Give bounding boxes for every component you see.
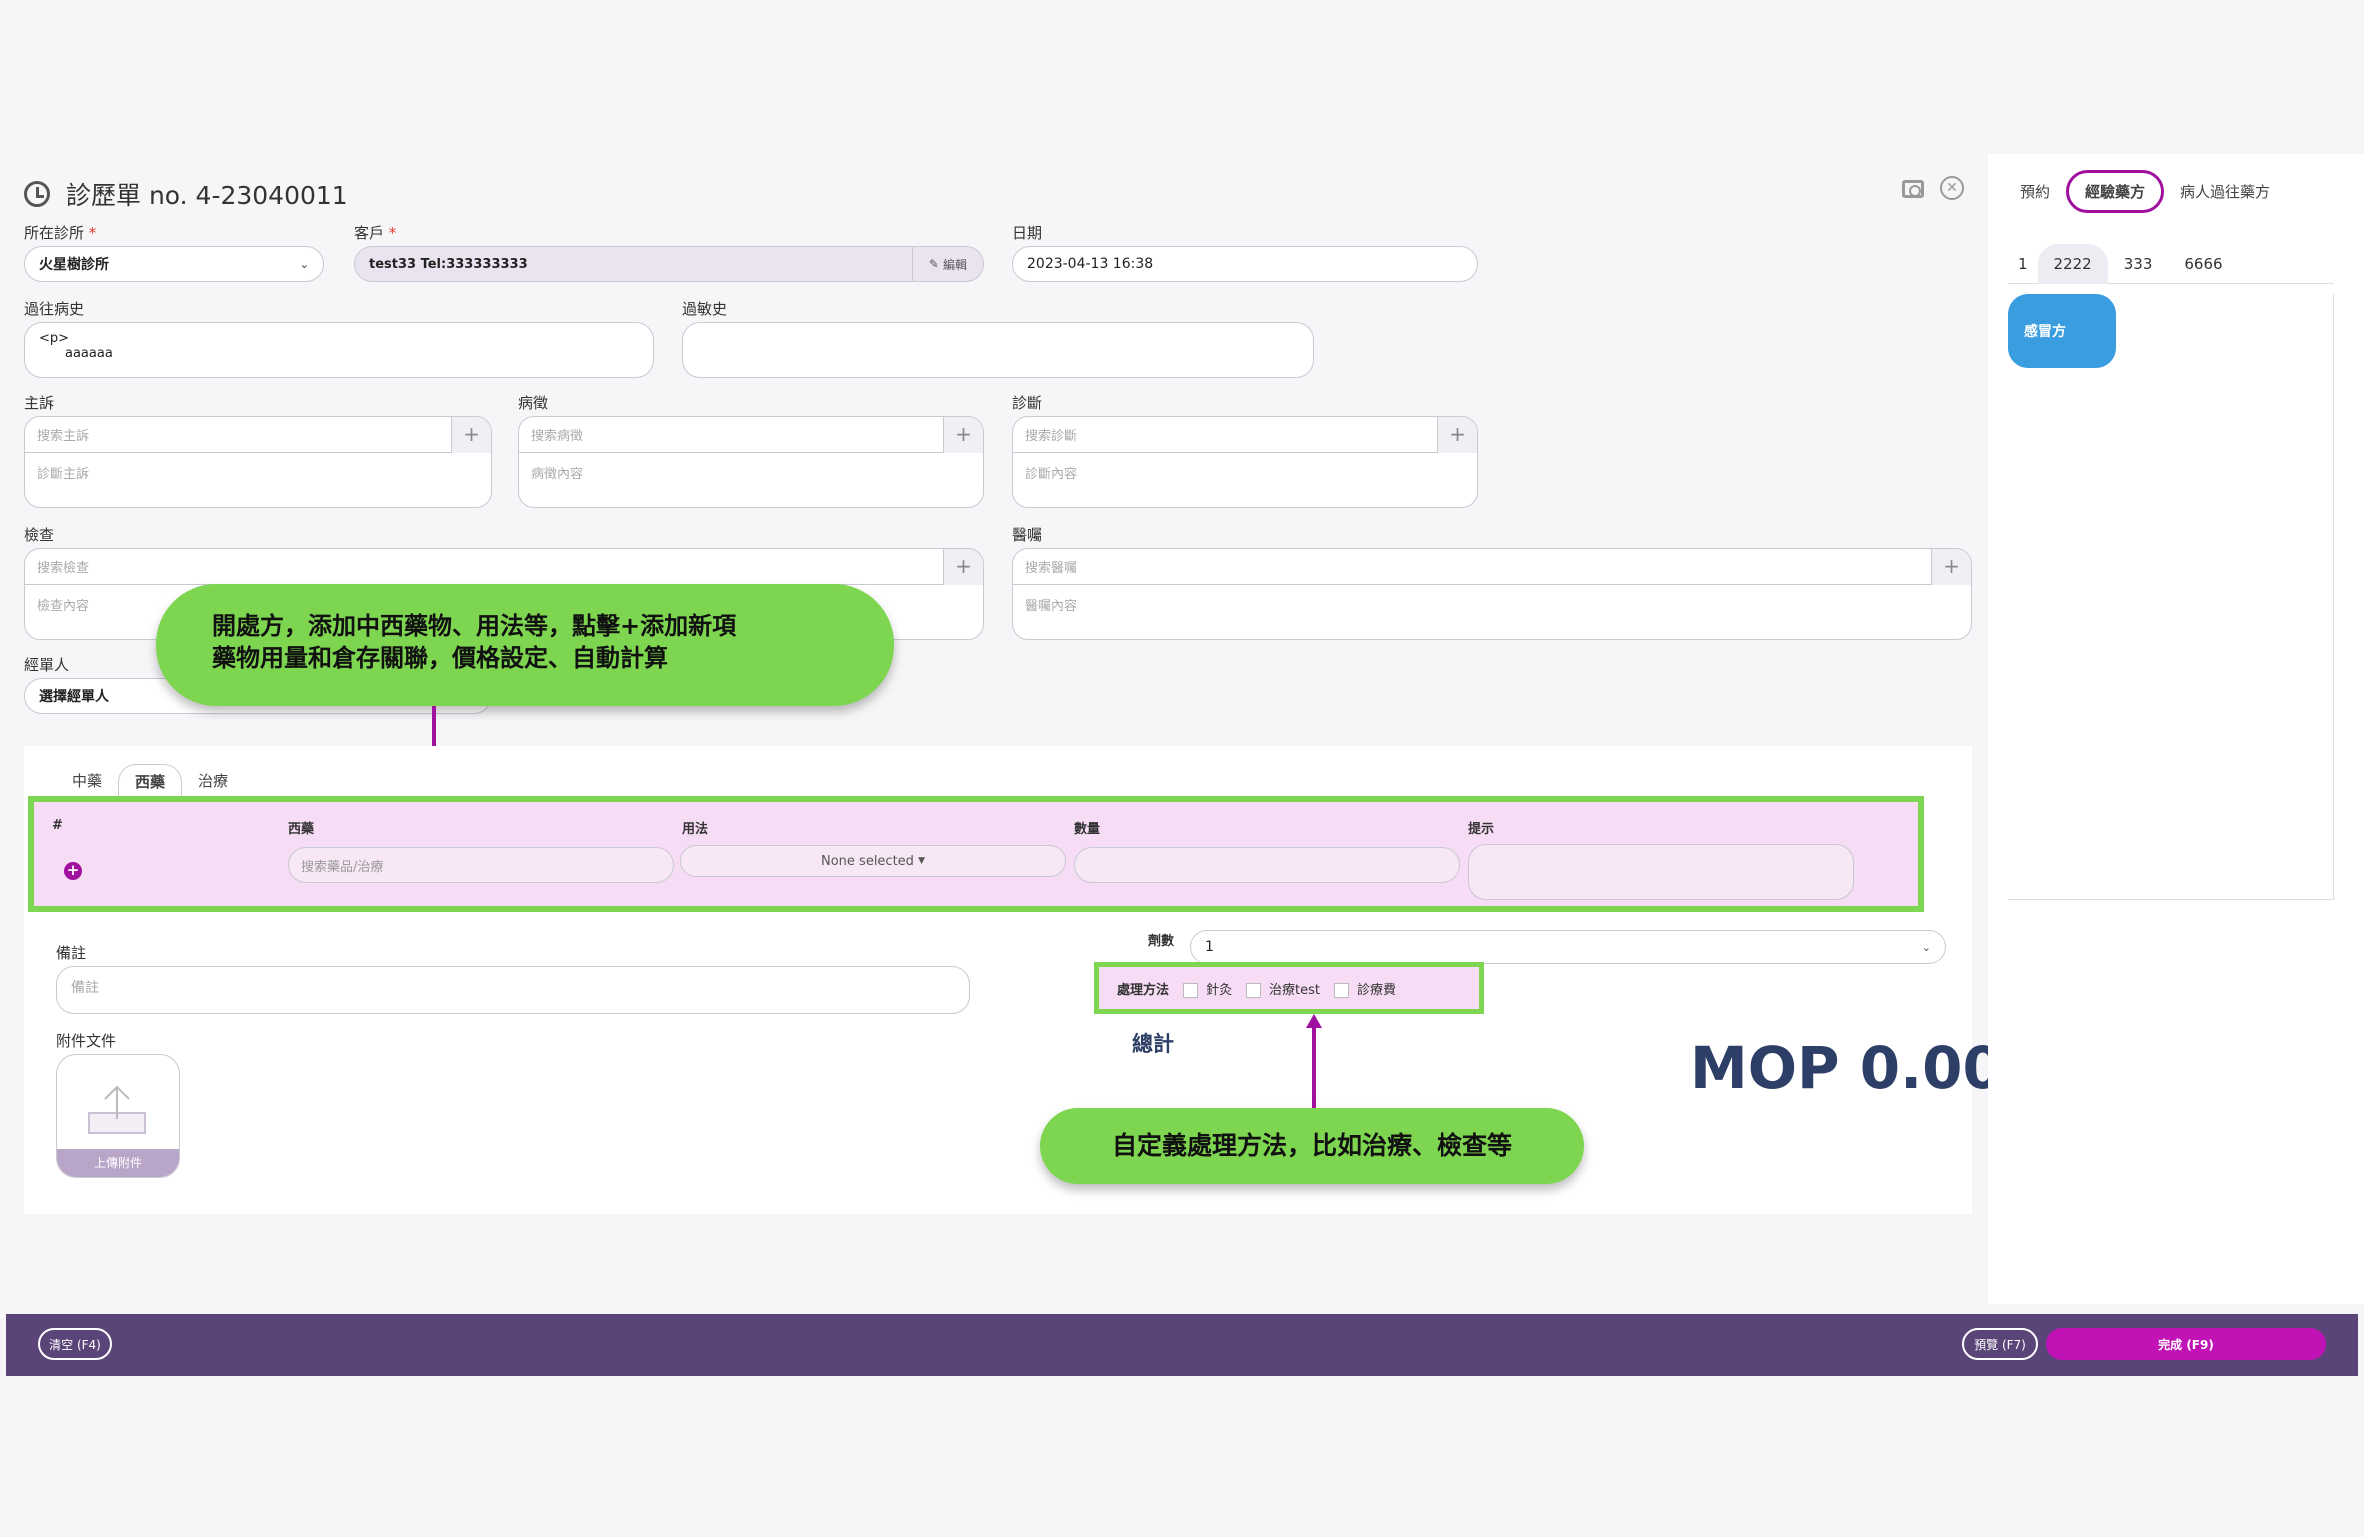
hint-textarea[interactable] — [1468, 844, 1854, 900]
callout-processing: 自定義處理方法，比如治療、檢查等 — [1040, 1108, 1584, 1184]
callout-prescription: 開處方，添加中西藥物、用法等，點擊+添加新項 藥物用量和倉存關聯，價格設定、自動… — [156, 584, 894, 706]
allergy-label: 過敏史 — [682, 300, 728, 318]
page-title: 診歷單 no. 4-23040011 — [66, 181, 348, 210]
done-button[interactable]: 完成 (F9) — [2046, 1328, 2326, 1360]
complaint-combo: 搜索主訴+ 診斷主訴 — [24, 416, 492, 508]
prescription-table: # 西藥 用法 數量 提示 + 搜索藥品/治療 None selected ▼ — [28, 796, 1924, 912]
drug-search-input[interactable]: 搜索藥品/治療 — [288, 847, 674, 883]
clinic-select[interactable]: 火星樹診所 ⌄ — [24, 246, 324, 282]
callout-arrow — [1312, 1026, 1316, 1110]
col-drug: 西藥 — [288, 822, 315, 837]
client-value: test33 Tel:333333333 — [369, 256, 528, 272]
complaint-search[interactable]: 搜索主訴+ — [25, 417, 491, 453]
symptom-search[interactable]: 搜索病徵+ — [519, 417, 983, 453]
doses-select[interactable]: 1 ⌄ — [1190, 930, 1946, 964]
date-field[interactable]: 2023-04-13 16:38 — [1012, 246, 1478, 282]
complaint-body[interactable]: 診斷主訴 — [37, 467, 90, 482]
caret-down-icon: ▼ — [918, 856, 925, 866]
diagnosis-label: 診斷 — [1012, 394, 1043, 412]
sidebar-tabs: 預約 經驗藥方 病人過往藥方 — [2020, 170, 2270, 213]
recipe-subtabs: 1 2222 333 6666 — [2008, 243, 2334, 284]
symptom-label: 病徵 — [518, 394, 549, 412]
processing-methods: 處理方法 針灸 治療test 診療費 — [1094, 962, 1484, 1014]
close-icon[interactable]: ✕ — [1940, 176, 1964, 200]
add-complaint-button[interactable]: + — [451, 417, 491, 453]
advice-search[interactable]: 搜索醫囑+ — [1013, 549, 1971, 585]
complaint-label: 主訴 — [24, 394, 55, 412]
history-textarea[interactable]: <p> aaaaaa — [24, 322, 654, 378]
processing-option-acupuncture[interactable]: 針灸 — [1183, 979, 1232, 998]
upload-icon — [88, 1085, 146, 1134]
edit-icon: ✎ — [928, 257, 939, 271]
exam-label: 檢查 — [24, 526, 55, 544]
diagnosis-body[interactable]: 診斷內容 — [1025, 467, 1078, 482]
tab-chinese-medicine[interactable]: 中藥 — [72, 772, 103, 790]
tab-western-medicine[interactable]: 西藥 — [118, 764, 183, 798]
add-exam-button[interactable]: + — [943, 549, 983, 585]
clear-button[interactable]: 清空 (F4) — [38, 1328, 112, 1360]
notes-label: 備註 — [56, 944, 87, 962]
edit-client-button[interactable]: ✎編輯 — [911, 246, 983, 282]
processing-option-consult-fee[interactable]: 診療費 — [1334, 979, 1396, 998]
clinic-label: 所在診所 * — [24, 224, 97, 242]
clock-icon — [24, 181, 50, 207]
col-index: # — [52, 818, 63, 833]
subtab-6666[interactable]: 6666 — [2184, 254, 2223, 273]
attachment-label: 附件文件 — [56, 1032, 117, 1050]
doses-label: 劑數 — [1148, 934, 1175, 949]
col-quantity: 數量 — [1074, 822, 1101, 837]
add-advice-button[interactable]: + — [1931, 549, 1971, 585]
page-title-row: 診歷單 no. 4-23040011 — [24, 176, 348, 212]
add-row-icon[interactable]: + — [64, 862, 82, 880]
notes-input[interactable]: 備註 — [56, 966, 970, 1014]
total-value: MOP 0.00 — [1690, 1034, 2003, 1102]
upload-attachment-button[interactable]: 上傳附件 — [56, 1054, 180, 1178]
total-label: 總計 — [1132, 1032, 1174, 1056]
add-diagnosis-button[interactable]: + — [1437, 417, 1477, 453]
client-label: 客戶 * — [354, 224, 397, 242]
col-usage: 用法 — [682, 822, 709, 837]
advice-combo: 搜索醫囑+ 醫囑內容 — [1012, 548, 1972, 640]
handler-label: 經單人 — [24, 656, 70, 674]
symptom-body[interactable]: 病徵內容 — [531, 467, 584, 482]
diagnosis-combo: 搜索診斷+ 診斷內容 — [1012, 416, 1478, 508]
chevron-down-icon: ⌄ — [1921, 940, 1931, 954]
chevron-down-icon: ⌄ — [299, 257, 309, 271]
recipe-list — [2008, 294, 2334, 900]
rx-tabs: 中藥 西藥 治療 — [56, 764, 244, 798]
col-hint: 提示 — [1468, 822, 1495, 837]
add-symptom-button[interactable]: + — [943, 417, 983, 453]
diagnosis-search[interactable]: 搜索診斷+ — [1013, 417, 1477, 453]
exam-body[interactable]: 檢查內容 — [37, 599, 90, 614]
sidebar-tab-past-prescriptions[interactable]: 病人過往藥方 — [2180, 183, 2271, 201]
date-label: 日期 — [1012, 224, 1043, 242]
quantity-input[interactable] — [1074, 847, 1460, 883]
tab-treatment[interactable]: 治療 — [198, 772, 229, 790]
camera-icon[interactable] — [1902, 180, 1924, 198]
preview-button[interactable]: 預覽 (F7) — [1962, 1328, 2038, 1360]
usage-select[interactable]: None selected ▼ — [680, 845, 1066, 877]
footer-bar: 清空 (F4) 預覽 (F7) 完成 (F9) — [6, 1314, 2358, 1376]
advice-label: 醫囑 — [1012, 526, 1043, 544]
exam-search[interactable]: 搜索檢查+ — [25, 549, 983, 585]
recipe-item[interactable]: 感冒方 — [2008, 294, 2116, 368]
symptom-combo: 搜索病徵+ 病徵內容 — [518, 416, 984, 508]
top-actions: ✕ — [1902, 176, 1964, 200]
client-field[interactable]: test33 Tel:333333333 ✎編輯 — [354, 246, 984, 282]
sidebar-tab-appointment[interactable]: 預約 — [2020, 183, 2051, 201]
processing-option-treatment-test[interactable]: 治療test — [1246, 979, 1320, 998]
subtab-333[interactable]: 333 — [2123, 254, 2153, 273]
checkbox[interactable] — [1334, 982, 1349, 998]
subtab-1[interactable]: 1 — [2018, 254, 2028, 273]
checkbox[interactable] — [1246, 982, 1262, 998]
arrow-up-icon — [1306, 1014, 1322, 1028]
allergy-textarea[interactable] — [682, 322, 1314, 378]
sidebar-tab-experience-recipes[interactable]: 經驗藥方 — [2066, 170, 2165, 213]
advice-body[interactable]: 醫囑內容 — [1025, 599, 1078, 614]
processing-label: 處理方法 — [1117, 982, 1170, 998]
checkbox[interactable] — [1183, 982, 1199, 998]
history-label: 過往病史 — [24, 300, 85, 318]
clinic-value: 火星樹診所 — [39, 257, 109, 273]
subtab-2222[interactable]: 2222 — [2037, 243, 2108, 284]
